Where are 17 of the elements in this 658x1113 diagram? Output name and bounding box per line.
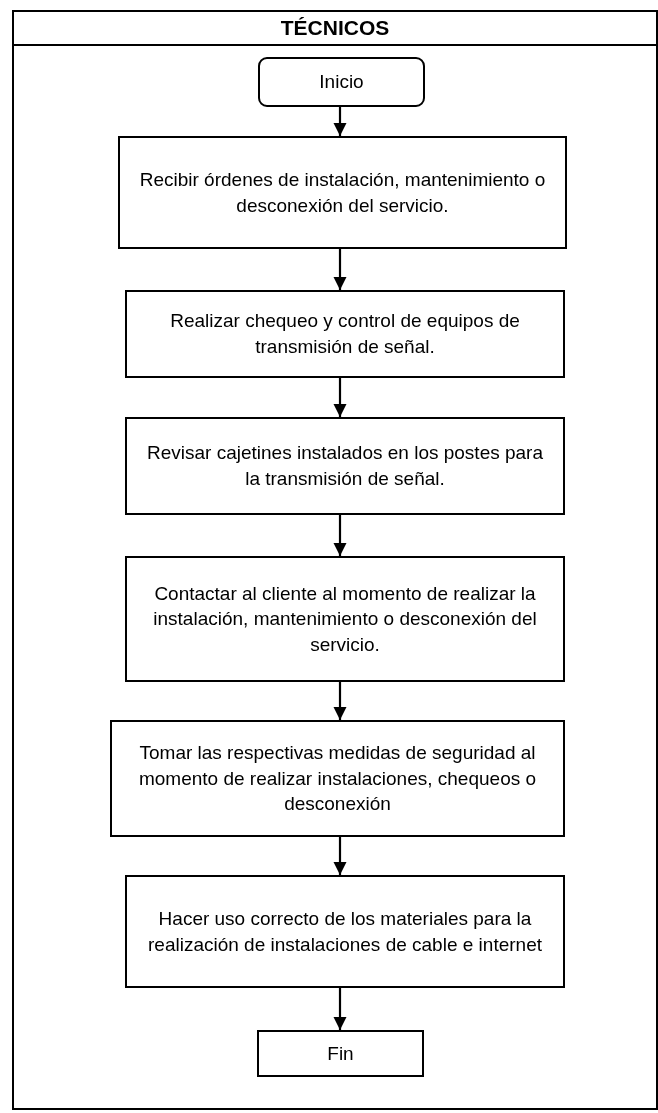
terminal-box: Inicio [258, 57, 425, 107]
arrow [333, 249, 347, 290]
process-box: Recibir órdenes de instalación, mantenimiento o desconexión del servicio. [118, 136, 567, 249]
process-box: Fin [257, 1030, 424, 1077]
arrow [333, 515, 347, 556]
process-box: Contactar al cliente al momento de realizar la instalación, mantenimiento o desconexión del servicio. [125, 556, 565, 682]
arrow [333, 682, 347, 720]
arrow [333, 107, 347, 136]
lane-header: TÉCNICOS [14, 12, 656, 46]
swimlane [12, 10, 658, 1110]
process-box: Tomar las respectivas medidas de seguridad al momento de realizar instalaciones, chequeos o desconexión [110, 720, 565, 837]
process-box: Revisar cajetines instalados en los postes para la transmisión de señal. [125, 417, 565, 515]
arrow [333, 837, 347, 875]
process-box: Realizar chequeo y control de equipos de transmisión de señal. [125, 290, 565, 378]
arrow [333, 378, 347, 417]
process-box: Hacer uso correcto de los materiales para la realización de instalaciones de cable e internet [125, 875, 565, 988]
arrow [333, 988, 347, 1030]
